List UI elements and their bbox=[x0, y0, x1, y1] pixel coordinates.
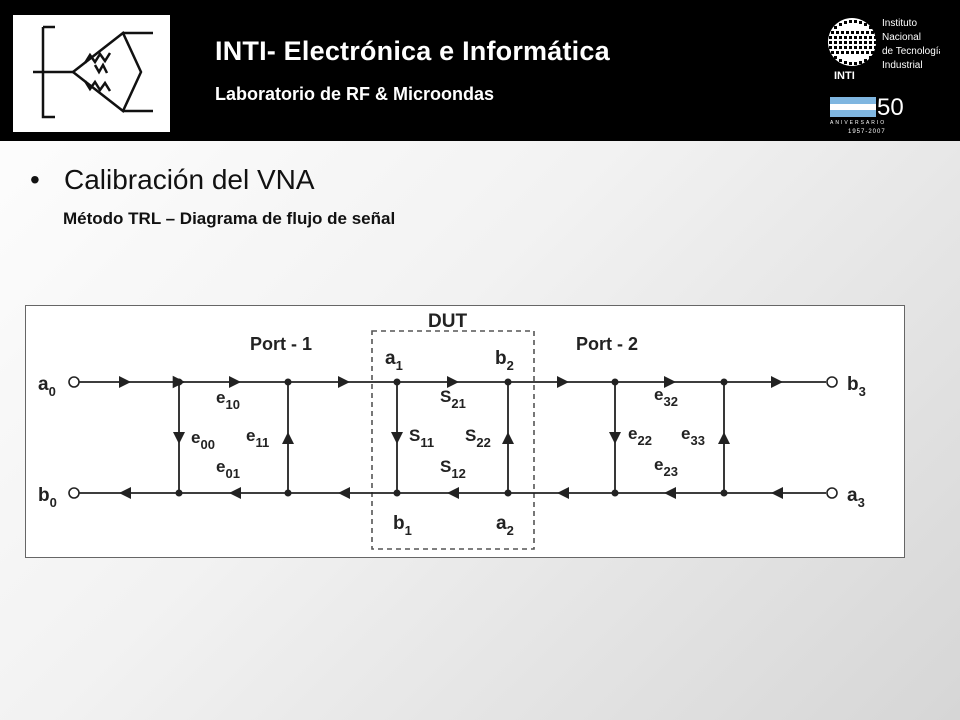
branch-label-s12: S12 bbox=[440, 457, 466, 481]
terminal-b0 bbox=[68, 487, 80, 499]
node-label-a0: a0 bbox=[38, 374, 56, 399]
bullet-item: • Calibración del VNA bbox=[30, 164, 315, 196]
terminal-b3 bbox=[826, 376, 838, 388]
signal-flow-diagram: DUT Port - 1 Port - 2 bbox=[25, 305, 905, 558]
inti-circle-icon bbox=[828, 18, 877, 66]
bottom-arrows bbox=[119, 487, 783, 499]
header-subtitle: Laboratorio de RF & Microondas bbox=[215, 84, 495, 104]
arrow-left-icon bbox=[119, 487, 131, 499]
anniversary-word: ANIVERSARIO bbox=[830, 120, 886, 126]
header-title: INTI- Electrónica e Informática bbox=[215, 36, 610, 66]
inti-logo: INTI Instituto Nacional de Tecnología In… bbox=[828, 18, 940, 135]
port2-label: Port - 2 bbox=[576, 334, 638, 354]
terminal-nodes bbox=[68, 376, 838, 499]
branch-label-e33: e33 bbox=[681, 424, 705, 448]
branch-label-e01: e01 bbox=[216, 457, 240, 481]
arrow-right-icon bbox=[229, 376, 241, 388]
terminal-a3 bbox=[826, 487, 838, 499]
anniversary-number: 50 bbox=[877, 94, 904, 121]
arrow-down-icon bbox=[173, 432, 185, 444]
node-label-a3: a3 bbox=[847, 485, 865, 510]
logo-text-line-3: de Tecnología bbox=[882, 46, 940, 57]
arrow-down-icon bbox=[609, 432, 621, 444]
arrow-left-icon bbox=[447, 487, 459, 499]
lab-logo bbox=[13, 15, 170, 132]
terminal-a0 bbox=[68, 376, 80, 388]
branch-label-e22: e22 bbox=[628, 424, 652, 448]
arrow-right-icon bbox=[447, 376, 459, 388]
arrow-right-icon bbox=[119, 376, 131, 388]
vertical-arrows bbox=[173, 432, 730, 444]
branch-label-e00: e00 bbox=[191, 428, 215, 452]
dut-label: DUT bbox=[428, 311, 467, 332]
arrow-down-icon bbox=[391, 432, 403, 444]
branch-label-e32: e32 bbox=[654, 385, 678, 409]
arrow-right-icon bbox=[664, 376, 676, 388]
bullet-dot-icon: • bbox=[30, 164, 40, 195]
node-label-b1: b1 bbox=[393, 513, 412, 538]
branch-label-e11: e11 bbox=[246, 426, 269, 450]
signal-flow-graph: DUT Port - 1 Port - 2 bbox=[38, 311, 866, 550]
node-label-a2: a2 bbox=[496, 513, 514, 538]
node-label-b2: b2 bbox=[495, 348, 514, 373]
arrow-up-icon bbox=[718, 432, 730, 444]
bullet-text: Calibración del VNA bbox=[64, 164, 315, 195]
arrow-left-icon bbox=[338, 487, 350, 499]
branch-label-s21: S21 bbox=[440, 387, 466, 411]
arrow-up-icon bbox=[502, 432, 514, 444]
arrow-left-icon bbox=[229, 487, 241, 499]
branch-label-s22: S22 bbox=[465, 426, 491, 450]
argentina-flag-icon bbox=[830, 97, 876, 117]
arrow-left-icon bbox=[771, 487, 783, 499]
inti-acronym: INTI bbox=[834, 70, 855, 82]
branch-label-s11: S11 bbox=[409, 426, 434, 450]
node-label-a1: a1 bbox=[385, 348, 403, 373]
arrow-right-icon bbox=[557, 376, 569, 388]
method-subheading: Método TRL – Diagrama de flujo de señal bbox=[63, 209, 396, 228]
arrow-left-icon bbox=[557, 487, 569, 499]
top-arrows bbox=[119, 376, 783, 388]
bridge-circuit-icon bbox=[33, 25, 153, 119]
port1-label: Port - 1 bbox=[250, 334, 312, 354]
junction-nodes bbox=[175, 378, 728, 497]
node-label-b0: b0 bbox=[38, 485, 57, 510]
branch-label-e23: e23 bbox=[654, 455, 678, 479]
arrow-right-icon bbox=[771, 376, 783, 388]
anniversary-years: 1957-2007 bbox=[848, 129, 886, 135]
logo-text-line-4: Industrial bbox=[882, 60, 923, 71]
arrow-up-icon bbox=[282, 432, 294, 444]
dut-box bbox=[371, 330, 535, 550]
logo-text-line-2: Nacional bbox=[882, 32, 921, 43]
arrow-right-icon bbox=[338, 376, 350, 388]
logo-text-line-1: Instituto bbox=[882, 18, 917, 29]
arrow-left-icon bbox=[664, 487, 676, 499]
header-bar: INTI- Electrónica e Informática Laborato… bbox=[0, 0, 960, 141]
node-label-b3: b3 bbox=[847, 374, 866, 399]
branch-label-e10: e10 bbox=[216, 388, 240, 412]
